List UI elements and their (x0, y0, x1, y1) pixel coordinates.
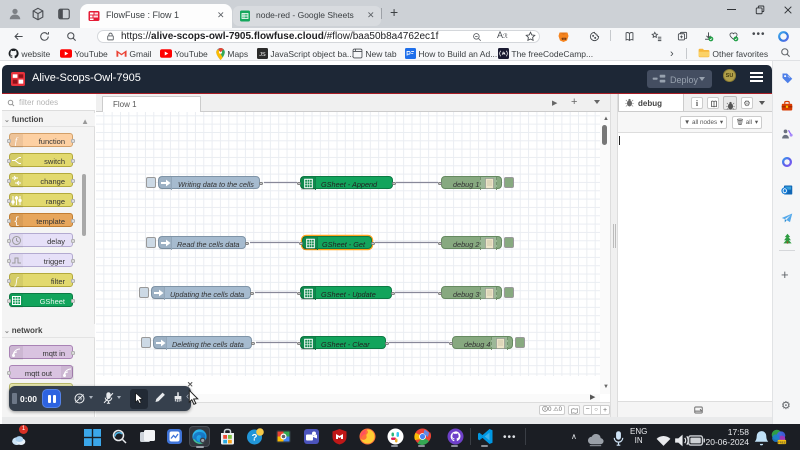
svg-text:ʃ: ʃ (13, 276, 19, 287)
svg-text:FREE: FREE (778, 440, 786, 444)
svg-text:{: { (13, 216, 19, 227)
svg-text:f: f (15, 136, 19, 146)
svg-text:?: ? (252, 433, 258, 444)
svg-text:JS: JS (259, 51, 266, 57)
